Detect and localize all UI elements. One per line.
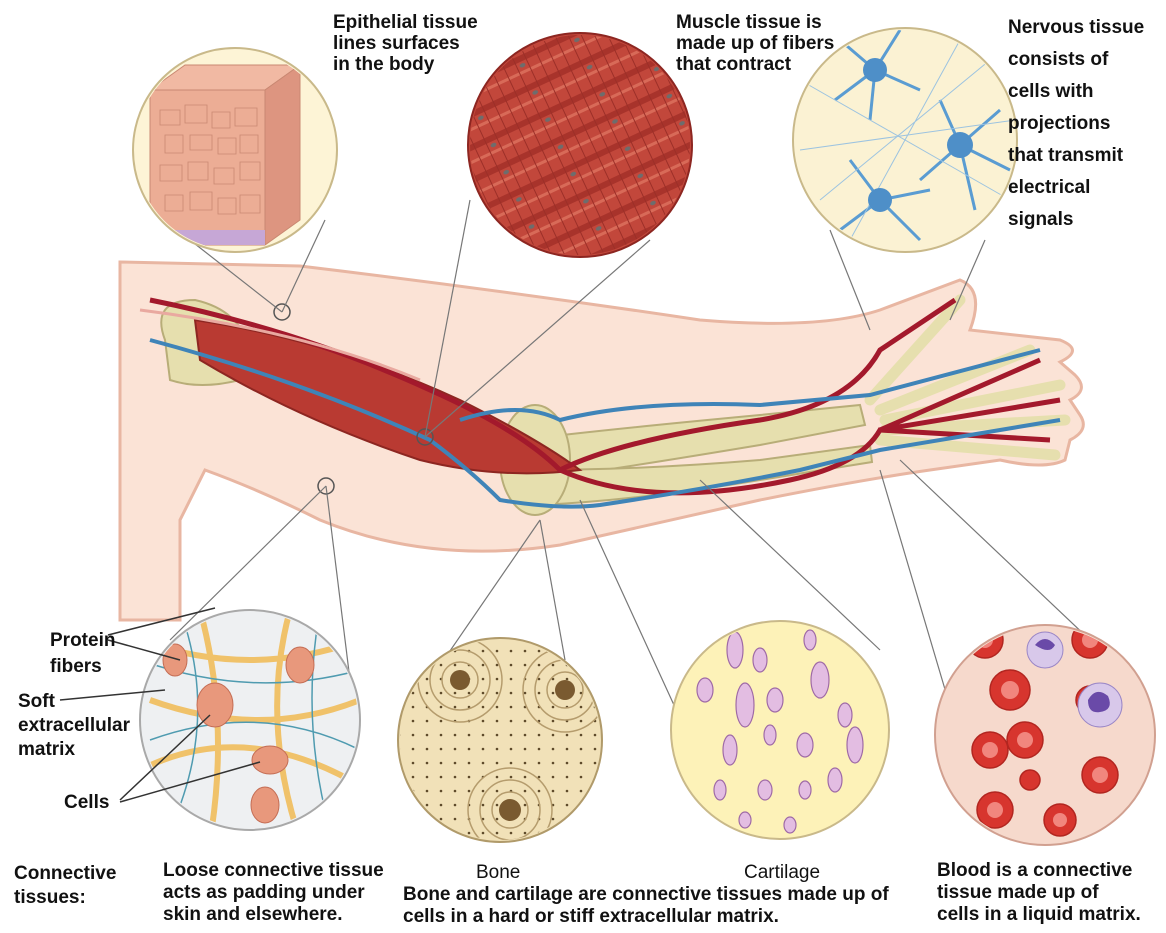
connective-tissues-label: Connective tissues: [14,862,116,910]
protein-fibers-line-1: Protein [50,628,115,654]
nervous-line-3: cells with [1008,76,1144,108]
bone-cartilage-caption: Bone and cartilage are connective tissue… [403,884,889,928]
soft-matrix-line-1: Soft [18,690,130,714]
epithelial-line-3: in the body [333,54,478,75]
epithelial-line-2: lines surfaces [333,33,478,54]
nervous-line-6: electrical [1008,172,1144,204]
caption-line-1: Bone and cartilage are connective tissue… [403,884,889,906]
connective-line-1: Connective [14,862,116,886]
nervous-label: Nervous tissue consists of cells with pr… [1008,12,1144,236]
blood-line-1: Blood is a connective [937,860,1141,882]
cartilage-label: Cartilage [744,862,820,883]
muscle-line-2: made up of fibers [676,33,834,54]
epithelial-line-1: Epithelial tissue [333,12,478,33]
muscle-line-1: Muscle tissue is [676,12,834,33]
loose-connective-label: Loose connective tissue acts as padding … [163,860,384,926]
protein-fibers-label: Protein fibers [50,628,115,680]
blood-tissue-zoom [935,622,1155,845]
cells-label: Cells [64,792,109,813]
loose-line-3: skin and elsewhere. [163,904,384,926]
epithelial-tissue-zoom [133,48,337,252]
blood-label: Blood is a connective tissue made up of … [937,860,1141,926]
loose-line-1: Loose connective tissue [163,860,384,882]
nervous-line-1: Nervous tissue [1008,12,1144,44]
soft-matrix-label: Soft extracellular matrix [18,690,130,762]
bone-tissue-zoom [395,635,607,852]
protein-fibers-line-2: fibers [50,654,115,680]
soft-matrix-line-2: extracellular [18,714,130,738]
muscle-label: Muscle tissue is made up of fibers that … [676,12,834,75]
nervous-line-7: signals [1008,204,1144,236]
arm-illustration [120,262,1083,620]
loose-line-2: acts as padding under [163,882,384,904]
blood-line-3: cells in a liquid matrix. [937,904,1141,926]
caption-line-2: cells in a hard or stiff extracellular m… [403,906,889,928]
soft-matrix-line-3: matrix [18,738,130,762]
muscle-line-3: that contract [676,54,834,75]
connective-line-2: tissues: [14,886,116,910]
nervous-line-5: that transmit [1008,140,1144,172]
epithelial-label: Epithelial tissue lines surfaces in the … [333,12,478,75]
nervous-line-4: projections [1008,108,1144,140]
blood-line-2: tissue made up of [937,882,1141,904]
bone-label: Bone [476,862,520,883]
nervous-line-2: consists of [1008,44,1144,76]
cartilage-tissue-zoom [671,621,889,839]
muscle-tissue-zoom [460,30,700,260]
